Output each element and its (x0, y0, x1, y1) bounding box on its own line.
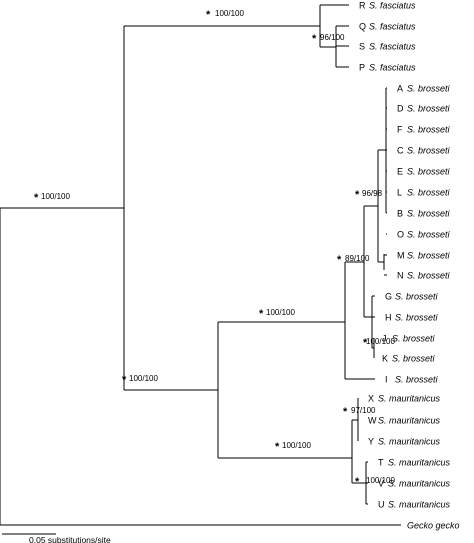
support-star: * (34, 192, 39, 204)
support-value: 100/100 (41, 192, 70, 201)
tip-letter: W (368, 416, 377, 426)
tip-species-label: S. brosseti (407, 230, 451, 240)
support-star: * (122, 374, 127, 386)
tip-species-label: S. brosseti (395, 313, 439, 323)
tip-species-label: S. brosseti (407, 251, 451, 261)
tip-species-label: S. brosseti (407, 84, 451, 94)
tip-letter: P (359, 63, 365, 73)
tip-letter: F (397, 125, 403, 135)
tip-letter: A (397, 84, 403, 94)
tip-species-label: S. fasciatus (369, 63, 416, 73)
support-star: * (355, 189, 360, 201)
tip-species-label: S. brosseti (407, 104, 451, 114)
tip-species-label: S. brosseti (392, 354, 436, 364)
tip-letter: D (397, 104, 404, 114)
tip-letter: R (359, 1, 366, 11)
tip-letter: X (368, 394, 374, 404)
tip-species-label: S. mauritanicus (378, 437, 441, 447)
support-star: * (355, 476, 360, 488)
tip-species-label: S. brosseti (407, 188, 451, 198)
tip-letter: V (378, 479, 384, 489)
tip-species-label: S. fasciatus (369, 42, 416, 52)
scale-bar-label: 0.05 substitutions/site (29, 535, 111, 543)
support-value: 100/100 (215, 9, 244, 18)
tip-species-label: S. mauritanicus (388, 458, 451, 468)
support-value: 100/100 (129, 374, 158, 383)
tip-letter: I (385, 375, 388, 385)
tip-species-label: S. brosseti (395, 375, 439, 385)
support-value: 100/100 (366, 337, 395, 346)
tip-letter: N (397, 271, 404, 281)
tip-letter: Q (359, 22, 366, 32)
support-value: 100/100 (266, 308, 295, 317)
tip-species-label: S. brosseti (407, 209, 451, 219)
support-value: 96/98 (362, 189, 383, 198)
support-star: * (363, 337, 368, 349)
tip-letter: E (397, 167, 403, 177)
tip-letter: B (397, 209, 403, 219)
tip-letter: T (378, 458, 384, 468)
support-value: 96/100 (320, 33, 345, 42)
tip-species-label: S. mauritanicus (388, 500, 451, 510)
tip-species-label: S. fasciatus (369, 1, 416, 11)
tip-letter: O (397, 230, 404, 240)
tip-letter: K (382, 354, 388, 364)
tip-letter: H (385, 313, 392, 323)
support-star: * (337, 254, 342, 266)
support-star: * (206, 9, 211, 21)
tip-letter: S (359, 42, 365, 52)
support-value: 97/100 (351, 406, 376, 415)
tip-letter: M (397, 251, 405, 261)
tip-species-label: S. fasciatus (369, 22, 416, 32)
support-value: 100/100 (282, 441, 311, 450)
tip-species-label: S. mauritanicus (388, 479, 451, 489)
tip-letter: U (378, 500, 385, 510)
tip-letter: G (385, 292, 392, 302)
support-star: * (312, 33, 317, 45)
tip-species-label: S. mauritanicus (378, 416, 441, 426)
support-value: 89/100 (345, 254, 370, 263)
tip-letter: J (382, 334, 387, 344)
support-star: * (275, 441, 280, 453)
tip-species-label: Gecko gecko (407, 521, 460, 531)
tip-species-label: S. brosseti (407, 125, 451, 135)
tip-letter: L (397, 188, 402, 198)
support-star: * (343, 406, 348, 418)
tip-species-label: S. brosseti (395, 292, 439, 302)
tip-species-label: S. brosseti (407, 271, 451, 281)
tip-letter: C (397, 146, 404, 156)
tip-species-label: S. mauritanicus (378, 394, 441, 404)
tip-species-label: S. brosseti (392, 334, 436, 344)
support-star: * (259, 308, 264, 320)
tip-species-label: S. brosseti (407, 167, 451, 177)
support-value: 100/100 (366, 476, 395, 485)
tip-letter: Y (368, 437, 374, 447)
tip-species-label: S. brosseti (407, 146, 451, 156)
